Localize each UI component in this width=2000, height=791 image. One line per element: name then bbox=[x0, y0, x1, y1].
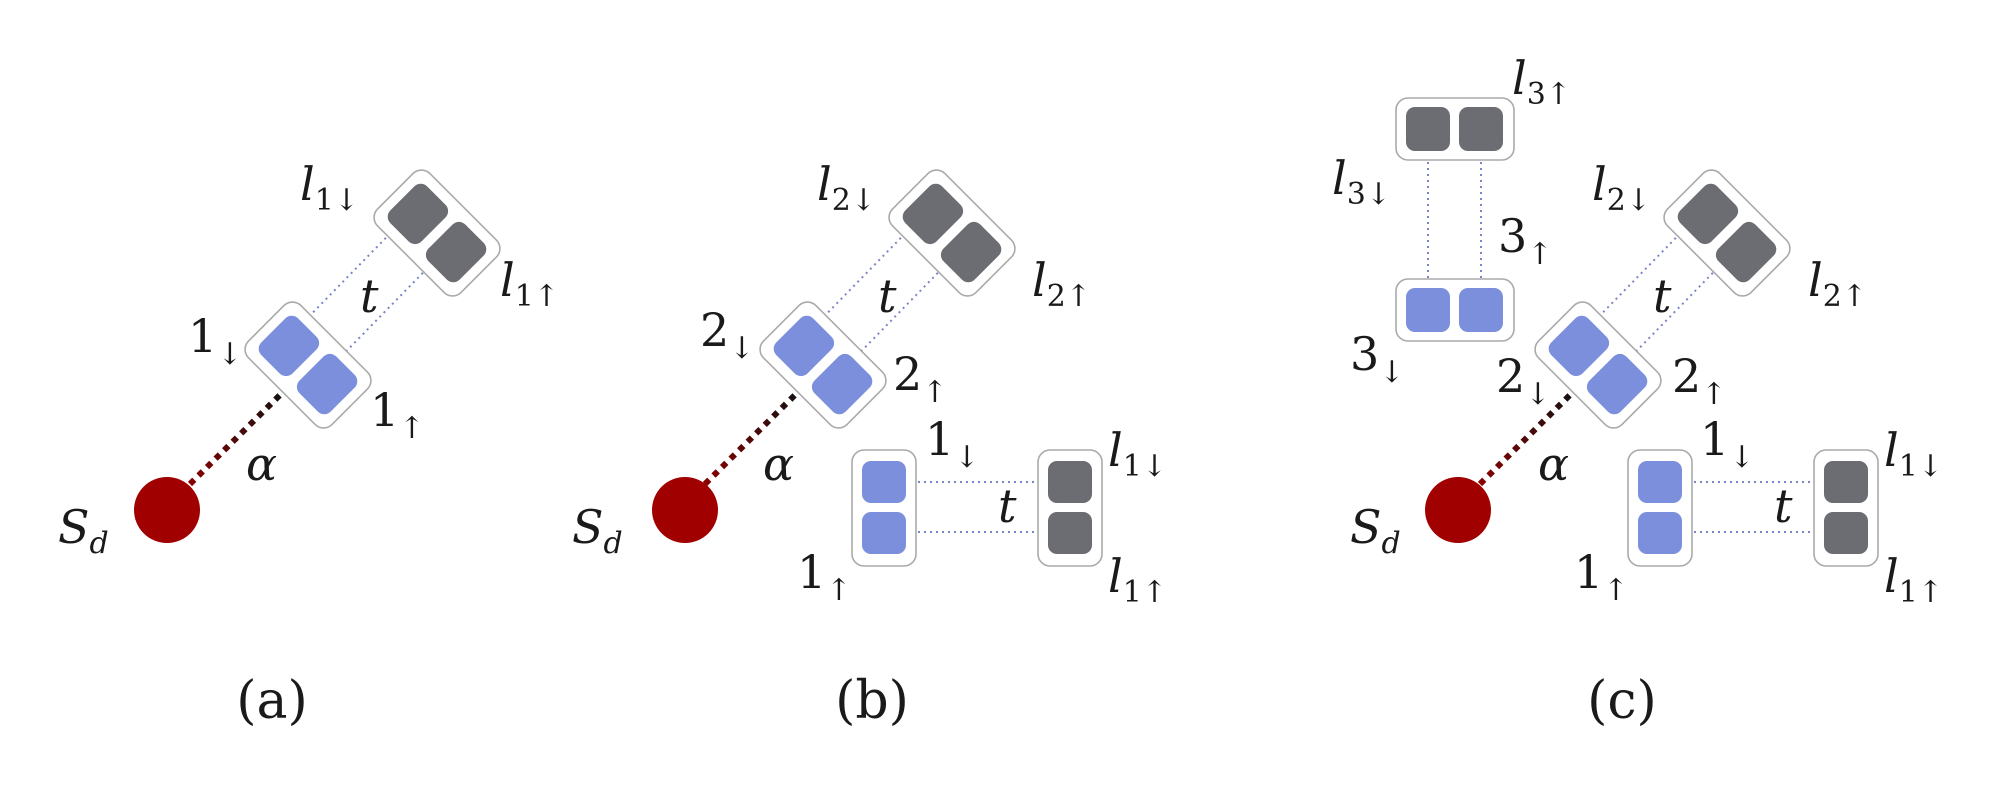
site-up-label: 1↑ bbox=[370, 383, 424, 446]
site1-dn-label: 1↓ bbox=[925, 412, 979, 475]
lead-1-up bbox=[1824, 512, 1868, 554]
lead2-dn-label: l2↓ bbox=[1592, 157, 1651, 218]
lead-1-up bbox=[1048, 512, 1092, 554]
panel-c: Sd α t t l3↑ l3↓ 3↑ 3↓ 2↓ 2↑ l2↓ l2↑ 1↓ bbox=[1332, 51, 1943, 731]
hopping-label-1: t bbox=[1774, 479, 1793, 533]
lead-2-up bbox=[1715, 221, 1777, 283]
site1-up-label: 1↑ bbox=[1574, 545, 1628, 608]
lead-1-dn bbox=[1048, 461, 1092, 503]
lead-dn-label: l1↓ bbox=[300, 157, 359, 218]
bath-site-1-dn bbox=[1638, 461, 1682, 503]
lead-2-dn bbox=[902, 183, 964, 245]
panel-caption: (c) bbox=[1587, 671, 1657, 731]
bath-site-box bbox=[244, 301, 372, 429]
lead2-up-label: l2↑ bbox=[1808, 253, 1867, 314]
lead-up-label: l1↑ bbox=[500, 253, 559, 314]
bath-site-dn bbox=[258, 315, 320, 377]
bath-site-2-dn bbox=[773, 315, 835, 377]
impurity-dot bbox=[134, 477, 200, 543]
hopping-label: t bbox=[360, 269, 379, 323]
impurity-coupling-line-2 bbox=[702, 387, 803, 487]
bath-site-1-up bbox=[862, 512, 906, 554]
site3-dn-label: 3↓ bbox=[1350, 327, 1404, 390]
impurity-label: Sd bbox=[58, 500, 109, 561]
bath-site-1-dn bbox=[862, 461, 906, 503]
bath-site-3-dn bbox=[1406, 288, 1450, 332]
lead-site-box bbox=[373, 169, 501, 297]
site2-up-label: 2↑ bbox=[893, 347, 947, 410]
panel-b: Sd α t t 2↓ 2↑ l2↓ l2↑ 1↓ 1↑ l1↓ l1↑ (b) bbox=[572, 157, 1167, 731]
lead-site-up bbox=[425, 221, 487, 283]
bath-site-3-up bbox=[1459, 288, 1503, 332]
site-dn-label: 1↓ bbox=[188, 309, 242, 372]
impurity-dot bbox=[1425, 477, 1491, 543]
site2-up-label: 2↑ bbox=[1672, 349, 1726, 412]
lead1-dn-label: l1↓ bbox=[1108, 423, 1167, 484]
hopping-label-1: t bbox=[998, 479, 1017, 533]
lead-3-up bbox=[1459, 107, 1503, 151]
impurity-coupling-line-2 bbox=[1477, 387, 1578, 487]
bath-site-2-up bbox=[1586, 353, 1648, 415]
lead-3-dn bbox=[1406, 107, 1450, 151]
bath-site-2-up bbox=[811, 353, 873, 415]
bath-site-up bbox=[296, 353, 358, 415]
lead-2-box bbox=[1663, 169, 1791, 297]
coupling-label: α bbox=[1538, 437, 1569, 491]
site2-dn-label: 2↓ bbox=[700, 303, 754, 366]
lead-3-box bbox=[1395, 97, 1515, 161]
hopping-label-2: t bbox=[1653, 269, 1672, 323]
lead2-up-label: l2↑ bbox=[1032, 253, 1091, 314]
lead-1-dn bbox=[1824, 461, 1868, 503]
lead1-up-label: l1↑ bbox=[1884, 549, 1943, 610]
coupling-label: α bbox=[763, 437, 794, 491]
lead-2-box bbox=[888, 169, 1016, 297]
coupling-label: α bbox=[246, 437, 277, 491]
panel-caption: (b) bbox=[835, 671, 909, 731]
bath-site-3-box bbox=[1395, 278, 1515, 342]
bath-site-2-dn bbox=[1548, 315, 1610, 377]
lead1-dn-label: l1↓ bbox=[1884, 423, 1943, 484]
site1-up-label: 1↑ bbox=[797, 545, 851, 608]
site1-dn-label: 1↓ bbox=[1700, 412, 1754, 475]
impurity-dot bbox=[652, 477, 718, 543]
panel-a: Sd α t 1↓ 1↑ l1↓ l1↑ (a) bbox=[58, 157, 559, 731]
impurity-label: Sd bbox=[1350, 500, 1401, 561]
lead-2-up bbox=[940, 221, 1002, 283]
site2-dn-label: 2↓ bbox=[1496, 349, 1550, 412]
site3-up-label: 3↑ bbox=[1498, 209, 1552, 272]
lead-site-dn bbox=[387, 183, 449, 245]
hopping-label-2: t bbox=[878, 269, 897, 323]
lead2-dn-label: l2↓ bbox=[817, 157, 876, 218]
bath-site-2-box bbox=[1534, 301, 1662, 429]
lead3-dn-label: l3↓ bbox=[1332, 151, 1391, 212]
lead3-up-label: l3↑ bbox=[1512, 51, 1571, 112]
impurity-label: Sd bbox=[572, 500, 623, 561]
bath-site-1-up bbox=[1638, 512, 1682, 554]
lead1-up-label: l1↑ bbox=[1108, 549, 1167, 610]
impurity-coupling-line bbox=[187, 387, 288, 487]
lead-1-box bbox=[1813, 449, 1879, 567]
bath-site-1-box bbox=[851, 449, 917, 567]
bath-site-1-box bbox=[1627, 449, 1693, 567]
panel-caption: (a) bbox=[236, 671, 308, 731]
bath-site-2-box bbox=[759, 301, 887, 429]
lead-2-dn bbox=[1677, 183, 1739, 245]
lead-1-box bbox=[1037, 449, 1103, 567]
